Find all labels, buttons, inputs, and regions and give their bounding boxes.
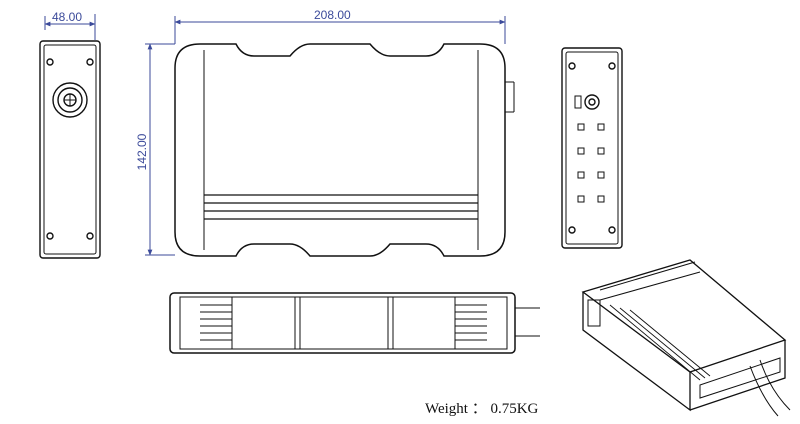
isometric-view bbox=[581, 259, 791, 417]
side-view bbox=[169, 292, 540, 354]
depth-dimension-label: 48.00 bbox=[52, 10, 82, 24]
width-dimension-label: 208.00 bbox=[314, 8, 351, 22]
top-view bbox=[174, 43, 515, 257]
left-end-view bbox=[39, 40, 101, 259]
height-dimension-label: 142.00 bbox=[135, 133, 149, 170]
weight-label: Weight bbox=[425, 401, 468, 417]
depth-dimension bbox=[44, 14, 96, 40]
weight-value: 0.75KG bbox=[490, 401, 539, 417]
right-end-view bbox=[561, 47, 623, 249]
weight-caption: Weight ： 0.75KG bbox=[425, 397, 538, 418]
height-dimension bbox=[145, 43, 175, 256]
weight-separator: ： bbox=[471, 401, 487, 417]
width-dimension bbox=[174, 16, 506, 44]
